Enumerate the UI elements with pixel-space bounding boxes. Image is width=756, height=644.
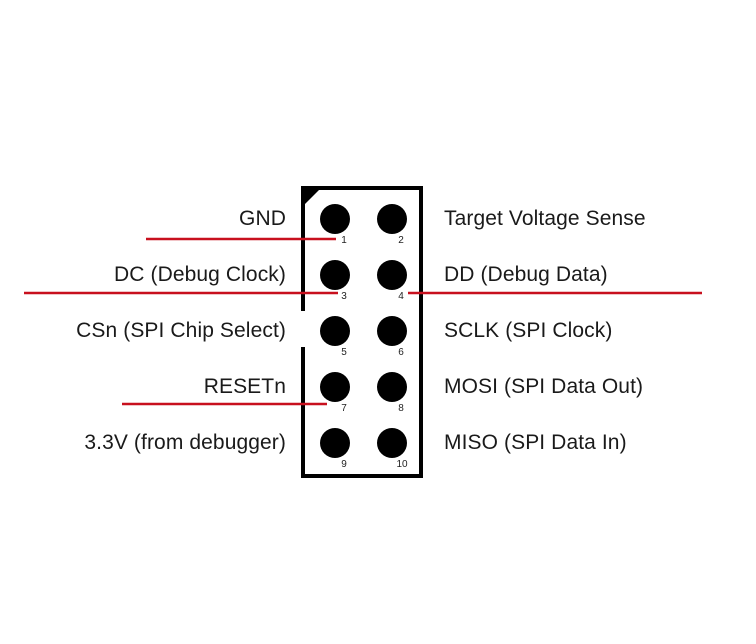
pin-9	[320, 428, 350, 458]
pin-number-5: 5	[341, 347, 347, 358]
pin-number-4: 4	[398, 291, 404, 302]
pin-1	[320, 204, 350, 234]
pin-number-9: 9	[341, 459, 347, 470]
pin-label-csn: CSn (SPI Chip Select)	[76, 319, 286, 342]
polarization-slot	[299, 311, 305, 347]
pin-label-dc: DC (Debug Clock)	[114, 263, 286, 286]
pin-number-2: 2	[398, 235, 404, 246]
pin-label-gnd: GND	[239, 207, 286, 230]
pin-7	[320, 372, 350, 402]
pin-6	[377, 316, 407, 346]
pin1-key-notch	[303, 188, 321, 206]
pin-label-mosi: MOSI (SPI Data Out)	[444, 375, 644, 398]
pin-label-miso: MISO (SPI Data In)	[444, 431, 627, 454]
pin-number-7: 7	[341, 403, 347, 414]
pin-number-6: 6	[398, 347, 404, 358]
pin-4	[377, 260, 407, 290]
pin-label-sclk: SCLK (SPI Clock)	[444, 319, 613, 342]
pin-label-resetn: RESETn	[203, 375, 286, 398]
pin-number-3: 3	[341, 291, 347, 302]
pin-number-1: 1	[341, 235, 347, 246]
pin-label-target-voltage: Target Voltage Sense	[444, 207, 646, 230]
pin-number-10: 10	[396, 459, 408, 470]
pin-label-3v3: 3.3V (from debugger)	[84, 431, 286, 454]
pin-label-dd: DD (Debug Data)	[444, 263, 608, 286]
pin-10	[377, 428, 407, 458]
pin-5	[320, 316, 350, 346]
pin-2	[377, 204, 407, 234]
pin-8	[377, 372, 407, 402]
pin-3	[320, 260, 350, 290]
pin-number-8: 8	[398, 403, 404, 414]
